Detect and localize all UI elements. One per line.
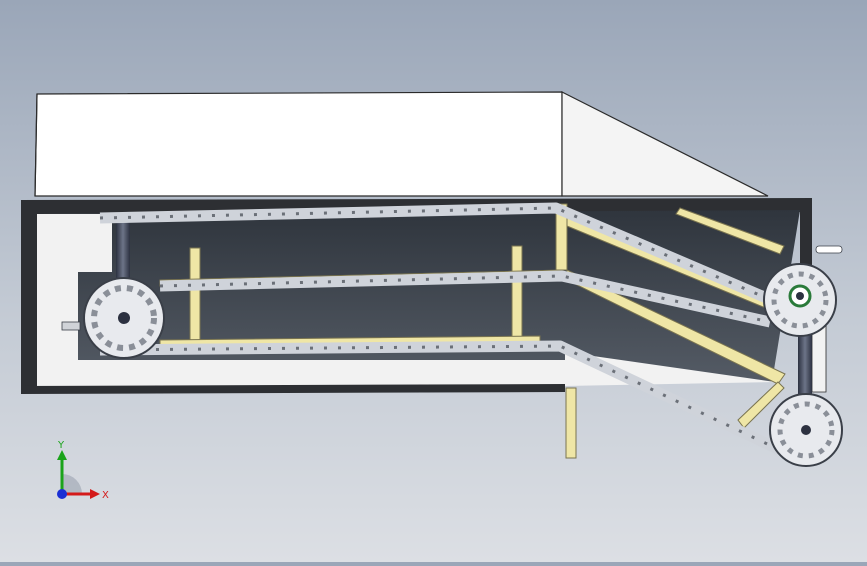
- x-arrow-head: [90, 489, 100, 499]
- z-axis-dot: [57, 489, 67, 499]
- axis-triad: Y X: [57, 440, 109, 501]
- housing-top: [34, 91, 769, 197]
- left-sprocket: [61, 277, 165, 359]
- conveyor-chain: [99, 202, 793, 455]
- y-arrow-head: [57, 450, 67, 460]
- x-axis-label: X: [102, 490, 109, 501]
- right-lower-sprocket: [769, 393, 843, 467]
- y-axis-label: Y: [57, 440, 65, 451]
- right-upper-sprocket: [763, 245, 843, 337]
